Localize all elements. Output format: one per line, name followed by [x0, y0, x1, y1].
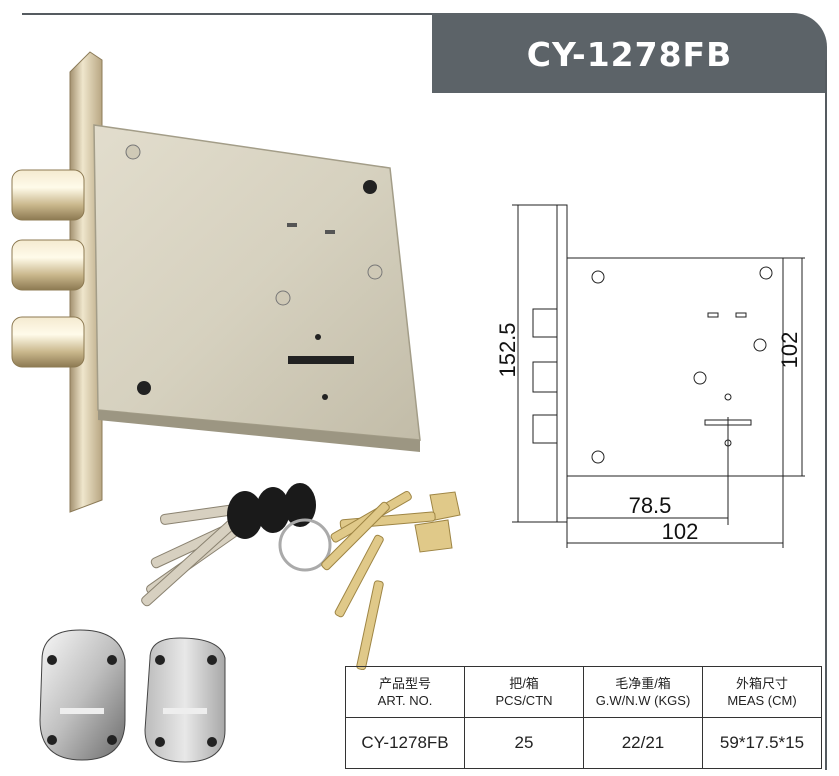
product-title: CY-1278FB [526, 35, 733, 74]
keys-photo [141, 483, 461, 670]
dim-height-right: 102 [777, 332, 802, 369]
technical-drawing: 152.5 102 78.5 102 [495, 204, 805, 548]
value-meas: 59*17.5*15 [702, 717, 822, 769]
escutcheon-plates [39, 629, 226, 763]
spec-table-value-row: CY-1278FB 25 22/21 59*17.5*15 [345, 717, 822, 769]
lock-photo [11, 51, 421, 513]
value-weight: 22/21 [583, 717, 703, 769]
keyhole-slot [288, 356, 354, 364]
dim-height-left: 152.5 [495, 322, 520, 377]
top-frame-line [22, 13, 442, 15]
deadbolts [11, 169, 85, 368]
title-banner: CY-1278FB [432, 13, 827, 93]
value-art-no: CY-1278FB [345, 717, 465, 769]
dim-width-outer: 102 [662, 519, 699, 544]
dim-width-inner: 78.5 [629, 493, 672, 518]
value-pcs-ctn: 25 [464, 717, 584, 769]
right-frame-line [825, 60, 827, 770]
